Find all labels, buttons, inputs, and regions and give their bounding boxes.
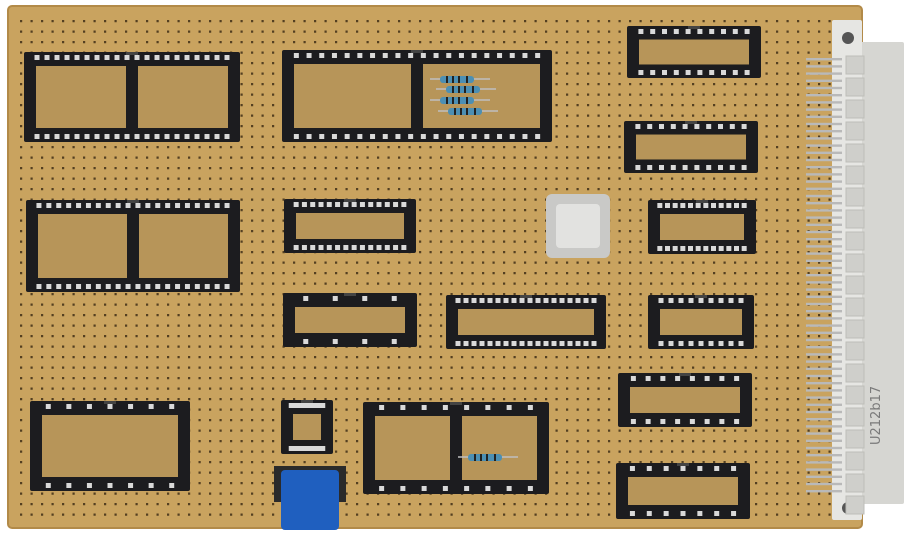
resistor: [436, 86, 496, 93]
mount-hole-top: [842, 32, 854, 44]
crystal-oscillator: [546, 194, 610, 258]
resistor: [430, 76, 490, 83]
resistor: [438, 108, 498, 115]
resistor: [430, 97, 490, 104]
connector-pins: [806, 58, 842, 493]
ic-socket: [281, 400, 333, 454]
button-cap: [281, 470, 339, 530]
ic-socket: [283, 293, 417, 347]
ic-socket: [624, 121, 758, 173]
crystal-can-top: [556, 204, 600, 248]
push-button: [274, 466, 346, 530]
ic-socket: [282, 50, 552, 142]
ic-sockets: [24, 26, 761, 519]
ic-socket: [616, 463, 750, 519]
ic-socket: [24, 52, 240, 142]
ic-socket: [648, 200, 756, 254]
ic-socket: [30, 401, 190, 491]
ic-socket: [26, 200, 240, 292]
connector-ridges: [845, 55, 865, 515]
edge-connector: U212b17: [806, 20, 904, 520]
ic-socket: [363, 402, 549, 494]
resistor: [458, 454, 518, 461]
ic-socket: [648, 295, 754, 349]
connector-label: U212b17: [869, 386, 884, 445]
ic-socket: [284, 199, 416, 253]
ic-socket: [627, 26, 761, 78]
ic-socket: [618, 373, 752, 427]
ic-socket: [446, 295, 606, 349]
resistors: [430, 76, 518, 461]
